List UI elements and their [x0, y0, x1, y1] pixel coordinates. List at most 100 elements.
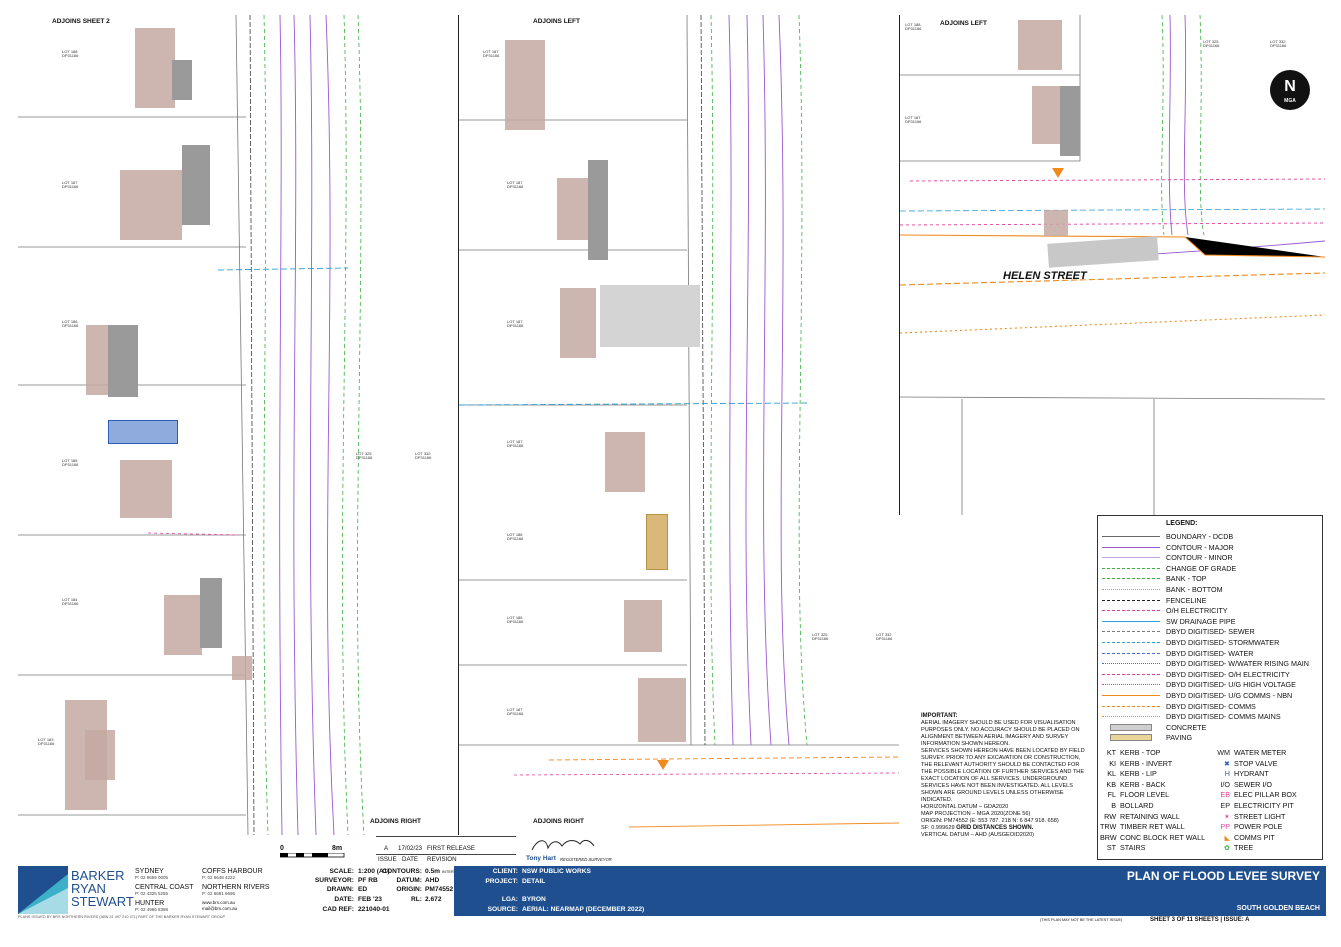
scale-bar [280, 853, 345, 858]
lot-label: LOT 332 DP31166 [876, 632, 893, 642]
legend-swatch [1102, 599, 1160, 601]
legend-code: TRW [1100, 822, 1117, 832]
legend-item: CONCRETE [1102, 723, 1320, 733]
drawn-key: DRAWN: [326, 886, 354, 893]
legend-code: ST [1106, 843, 1116, 853]
legend-code-label: SEWER I/O [1234, 779, 1272, 789]
building [505, 40, 545, 130]
company-email[interactable]: mail@brs.com.au [202, 906, 238, 911]
cad-ref-key: CAD REF: [322, 906, 354, 913]
legend-code: B [1111, 801, 1116, 810]
datum-key: DATUM: [396, 877, 422, 884]
company-footer: PLANS ISSUED BY BRS NORTHERN RIVERS (ABN… [18, 915, 225, 919]
company-web[interactable]: www.brs.com.au [202, 900, 236, 905]
legend-code-label: FLOOR LEVEL [1120, 790, 1170, 800]
legend-swatch [1102, 546, 1160, 548]
surveyor-signature-icon [531, 839, 595, 851]
sheet-info: SHEET 3 OF 11 SHEETS | ISSUE: A [1150, 917, 1250, 923]
legend-code-label: ELECTRICITY PIT [1234, 801, 1294, 810]
location-name: SOUTH GOLDEN BEACH [1236, 905, 1320, 912]
source-value: AERIAL: NEARMAP (DECEMBER 2022) [522, 906, 645, 913]
important-p6: SF: 0.999629 GRID DISTANCES SHOWN. [921, 825, 1091, 832]
lot-label: LOT 187 DP31166 [483, 49, 500, 59]
company-contact: www.brs.com.au mail@brs.com.au [202, 900, 237, 912]
legend-item: BOUNDARY - DCDB [1102, 532, 1320, 542]
surveyor-value: PF RB [358, 877, 378, 884]
legend-item: BANK - BOTTOM [1102, 585, 1320, 595]
legend-code-label: BOLLARD [1120, 801, 1154, 810]
lot-label: LOT 325 DP31166 [1203, 39, 1220, 49]
legend-code: KI [1109, 758, 1116, 768]
adjoins-right-label-middle: ADJOINS RIGHT [533, 818, 584, 825]
legend-code: H [1224, 769, 1230, 779]
legend-label: FENCELINE [1166, 595, 1207, 605]
contours-value: 0.5m INTERVAL [425, 868, 462, 875]
company-name-1: BARKER [71, 868, 125, 883]
legend-code: FL [1107, 790, 1116, 800]
legend-swatch [1102, 589, 1160, 590]
important-p3: HORIZONTAL DATUM – GDA2020 [921, 804, 1009, 810]
building [86, 325, 111, 395]
legend-code: WM [1217, 748, 1230, 757]
legend-code: ◣ [1224, 832, 1230, 842]
lot-label: LOT 332 DP31166 [1270, 39, 1287, 49]
legend-swatch [1102, 642, 1160, 643]
revision-header-issue: ISSUE [378, 856, 397, 863]
legend-label: DBYD DIGITISED- SEWER [1166, 627, 1255, 637]
cad-ref-value: 221040-01 [358, 906, 390, 913]
legend-code: I/O [1220, 779, 1230, 789]
lot-label: LOT 187 DP31166 [507, 439, 524, 449]
left-panel-linework [18, 15, 365, 835]
surveyor-name: Tony Hart [526, 855, 556, 862]
legend-code-label: WATER METER [1234, 748, 1287, 757]
legend-item: CONTOUR - MAJOR [1102, 543, 1320, 553]
drawing-title: PLAN OF FLOOD LEVEE SURVEY [1126, 869, 1320, 883]
legend-code-label: STOP VALVE [1234, 758, 1278, 768]
building-roof [1060, 86, 1080, 156]
client-value: NSW PUBLIC WORKS [522, 868, 591, 875]
lot-label: LOT 325 DP31166 [356, 451, 373, 461]
scale-start: 0 [280, 845, 284, 852]
lot-label: LOT 187 DP31166 [62, 180, 79, 190]
legend-label: CONTOUR - MAJOR [1166, 542, 1234, 552]
legend-swatch [1102, 557, 1160, 559]
legend-swatch [1102, 716, 1160, 718]
adjoins-right-label-left: ADJOINS RIGHT [370, 818, 421, 825]
legend-code: KB [1106, 779, 1116, 789]
legend-swatch [1102, 684, 1160, 686]
panel-divider [899, 15, 900, 515]
building [135, 28, 175, 108]
revision-text: FIRST RELEASE [427, 845, 476, 852]
lot-label: LOT 183 DP31166 [38, 737, 55, 747]
legend-code: EP [1220, 801, 1230, 810]
legend-swatch [1102, 620, 1160, 622]
sheet-number: SHEET 3 OF 11 SHEETS [1150, 917, 1219, 923]
lot-label: LOT 186 DP31166 [507, 532, 524, 542]
lot-label: LOT 186 DP31166 [507, 615, 524, 625]
lot-label: LOT 186 DP31166 [62, 319, 79, 329]
legend-code-label: KERB - BACK [1120, 779, 1166, 789]
legend-item: DBYD DIGITISED- STORMWATER [1102, 638, 1320, 648]
legend-code-label: TIMBER RET WALL [1120, 822, 1185, 832]
legend-swatch [1102, 673, 1160, 675]
issue-number: ISSUE: A [1223, 917, 1250, 923]
lot-label: LOT 188 DP31166 [62, 49, 79, 59]
building-roof [108, 325, 138, 397]
sf-value: SF: 0.999629 [921, 825, 955, 831]
legend-label: DBYD DIGITISED- STORMWATER [1166, 638, 1280, 647]
building [557, 178, 589, 240]
legend-swatch [1102, 567, 1160, 569]
legend-code: KL [1107, 769, 1116, 779]
legend-fill-swatch [1110, 734, 1152, 742]
important-heading: IMPORTANT: [921, 713, 958, 719]
lot-label: LOT 187 DP31166 [905, 115, 922, 125]
scale-key: SCALE: [329, 868, 354, 875]
legend-label: BANK - TOP [1166, 574, 1207, 584]
legend-code-label: KERB - INVERT [1120, 758, 1173, 768]
legend-code-label: CONC BLOCK RET WALL [1120, 832, 1206, 842]
legend-swatch [1102, 663, 1160, 665]
legend-item: DBYD DIGITISED- W/WATER RISING MAIN [1102, 659, 1320, 669]
legend-item: PAVING [1102, 733, 1320, 743]
